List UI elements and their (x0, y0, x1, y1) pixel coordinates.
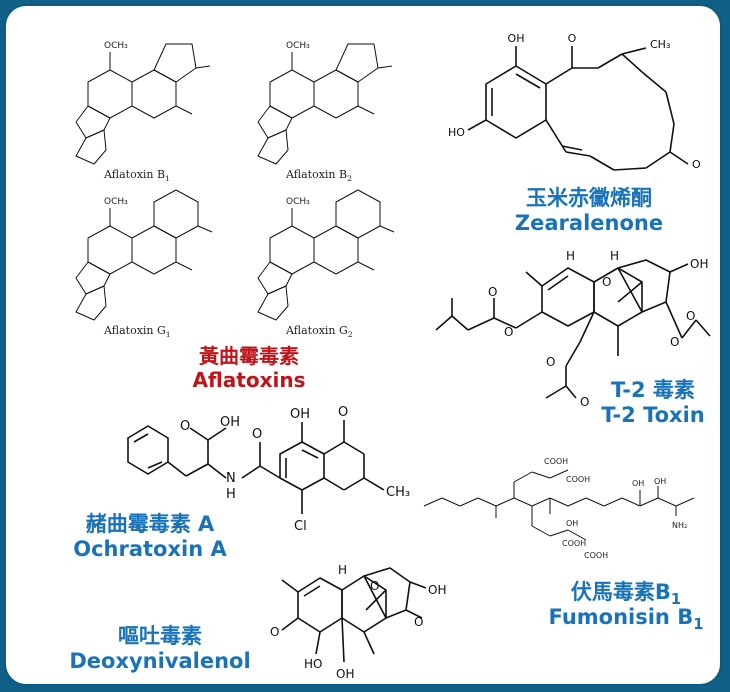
deoxynivalenol-structure (281, 567, 427, 663)
label-ochratoxin-a: 赭曲霉毒素 A Ochratoxin A (50, 512, 250, 562)
och-oh-label: OH (220, 415, 240, 430)
caption-aflatoxin-b2: Aflatoxin B2 (286, 168, 352, 184)
zea-o2-label: O (692, 158, 701, 171)
t2-o-ester-label: O (504, 325, 513, 339)
don-h-label: H (338, 563, 347, 577)
label-deoxynivalenol: 嘔吐毒素 Deoxynivalenol (60, 624, 260, 674)
t2-h1-label: H (566, 249, 575, 263)
fum-oh2-label: OH (654, 477, 666, 486)
och-o-label: O (180, 419, 190, 434)
och-cl-label: Cl (294, 519, 307, 534)
label-zearalenone-zh: 玉米赤黴烯酮 (526, 186, 652, 210)
label-don-zh: 嘔吐毒素 (118, 624, 202, 648)
caption-aflatoxin-g1: Aflatoxin G1 (104, 324, 171, 340)
och-o3-label: O (338, 405, 348, 420)
fum-oh3-label: OH (566, 519, 578, 528)
t2-oh-label: OH (690, 257, 708, 271)
b1-och3-label: OCH₃ (104, 41, 128, 51)
b2-och3-label: OCH₃ (286, 41, 310, 51)
label-fumonisin-b1: 伏馬毒素B1 Fumonisin B1 (536, 580, 716, 634)
label-ochratoxin-en: Ochratoxin A (73, 537, 227, 562)
t2-o-acetyl3-label: O (670, 335, 679, 349)
fum-oh1-label: OH (632, 479, 644, 488)
och-o2-label: O (252, 427, 262, 442)
caption-aflatoxin-g2: Aflatoxin G2 (286, 324, 353, 340)
fum-cooh4-label: COOH (584, 551, 608, 560)
t2-o-acetyl2-label: O (580, 395, 589, 409)
fum-cooh2-label: COOH (566, 475, 590, 484)
label-t2-zh: T-2 毒素 (611, 378, 695, 402)
label-fumonisin-zh: 伏馬毒素B1 (570, 580, 682, 609)
och-oh2-label: OH (290, 407, 310, 422)
g2-och3-label: OCH₃ (286, 197, 310, 207)
label-aflatoxins: 黃曲霉毒素 Aflatoxins (174, 344, 324, 392)
label-t2-en: T-2 Toxin (601, 403, 705, 428)
aflatoxin-b1-structure (75, 43, 211, 165)
fum-cooh1-label: COOH (544, 457, 568, 466)
aflatoxin-b2-structure (257, 43, 393, 165)
don-o-carbonyl-label: O (270, 625, 279, 639)
fum-cooh3-label: COOH (562, 539, 586, 548)
label-t2-toxin: T-2 毒素 T-2 Toxin (588, 378, 718, 428)
aflatoxin-g2-structure (257, 189, 395, 321)
fum-nh2-label: NH₂ (672, 521, 687, 530)
zea-oh-label: OH (508, 32, 525, 45)
don-oh-label: OH (336, 667, 354, 681)
ochratoxin-a-structure (127, 420, 385, 514)
och-n-label: N (226, 471, 236, 486)
label-don-en: Deoxynivalenol (69, 649, 251, 674)
zearalenone-structure (467, 46, 689, 171)
zea-ho-label: HO (448, 126, 465, 139)
don-ho-label: HO (304, 657, 322, 671)
don-o-epox-label: O (414, 615, 423, 629)
structures-drawing: OCH₃ OCH₃ OCH₃ (75, 32, 711, 681)
aflatoxin-g1-structure (75, 189, 213, 321)
t2-toxin-structure (435, 259, 711, 399)
don-oh2-label: OH (428, 583, 446, 597)
don-o-ring-label: O (370, 579, 379, 593)
zea-o-label: O (568, 32, 577, 45)
t2-o-acetyl4-label: O (686, 309, 695, 323)
och-ch3-label: CH₃ (386, 485, 410, 500)
t2-o-carbonyl-label: O (488, 285, 497, 299)
och-h-label: H (226, 487, 236, 502)
t2-o-acetyl-label: O (546, 355, 555, 369)
label-zearalenone: 玉米赤黴烯酮 Zearalenone (494, 186, 684, 236)
label-fumonisin-en: Fumonisin B1 (548, 605, 704, 634)
fumonisin-b1-structure (423, 469, 695, 541)
label-zearalenone-en: Zearalenone (514, 211, 664, 236)
label-ochratoxin-zh: 赭曲霉毒素 A (85, 512, 215, 536)
caption-aflatoxin-b1: Aflatoxin B1 (104, 168, 170, 184)
diagram-panel: OCH₃ OCH₃ OCH₃ (4, 4, 722, 686)
t2-h2-label: H (610, 249, 619, 263)
g1-och3-label: OCH₃ (104, 197, 128, 207)
label-aflatoxins-zh: 黃曲霉毒素 (199, 344, 299, 368)
zea-ch3-label: CH₃ (650, 38, 670, 51)
t2-o-ring-label: O (602, 275, 611, 289)
label-aflatoxins-en: Aflatoxins (192, 368, 306, 392)
